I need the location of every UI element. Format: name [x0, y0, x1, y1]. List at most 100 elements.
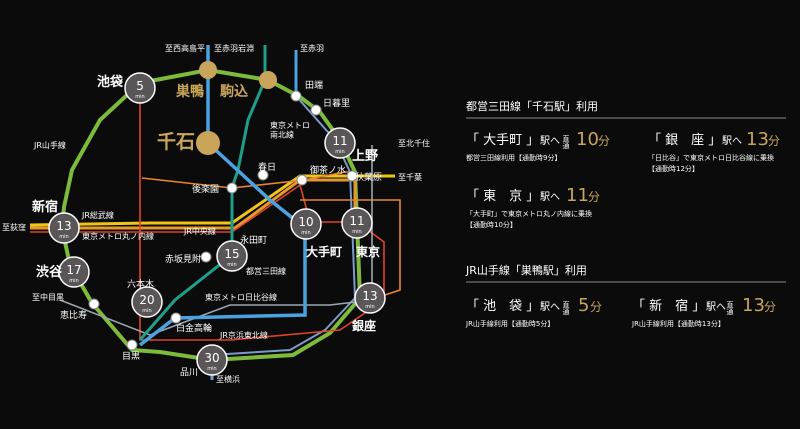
svg-text:「 東 京 」: 「 東 京 」 [466, 188, 539, 204]
station-dot-sugamo [199, 61, 217, 79]
hibiya-line [59, 145, 373, 336]
dir-akabane: 至赤羽 [300, 44, 324, 53]
station-dot-ochanomizu [296, 174, 308, 186]
dir-yokohama: 至横浜 [216, 374, 240, 384]
svg-text:17: 17 [66, 263, 81, 277]
station-dot-tabata [290, 90, 302, 102]
svg-text:11: 11 [349, 214, 364, 228]
dir-nishitakashimadaira: 至西高島平 [165, 43, 205, 53]
badge-ginza: 13 min [354, 282, 386, 314]
svg-text:「大手町」で東京メトロ丸ノ内線に乗換: 「大手町」で東京メトロ丸ノ内線に乗換 [466, 209, 592, 218]
info-section-sugamo: JR山手線「巣鴨駅」利用 「 池 袋 」 駅へ 直通 5 分 JR山手線利用【通… [465, 263, 786, 328]
svg-text:5: 5 [578, 295, 589, 316]
svg-text:分: 分 [768, 134, 780, 148]
label-ebisu: 恵比寿 [60, 309, 87, 321]
line-label-mita: 都営三田線 [246, 266, 286, 276]
label-shirokanetakanawa: 白金高輪 [176, 322, 212, 334]
section2-title: JR山手線「巣鴨駅」利用 [465, 263, 587, 277]
svg-text:13: 13 [742, 295, 765, 316]
svg-text:「 新 宿 」: 「 新 宿 」 [632, 298, 705, 314]
svg-text:駅へ: 駅へ [722, 135, 742, 147]
dir-kitasenju: 至北千住 [398, 138, 430, 148]
svg-text:min: min [352, 229, 361, 235]
label-ueno: 上野 [352, 149, 378, 164]
badge-shinagawa: 30 min [196, 344, 228, 376]
svg-text:分: 分 [764, 300, 776, 314]
station-dot-ebisu [88, 298, 100, 310]
svg-text:10: 10 [298, 215, 313, 229]
svg-text:13: 13 [56, 219, 71, 233]
marunouchi-line [30, 82, 385, 341]
line-label-keihin: JR京浜東北線 [219, 330, 268, 340]
svg-text:13: 13 [362, 289, 377, 303]
svg-text:min: min [301, 230, 310, 236]
label-tabata: 田端 [305, 79, 323, 91]
svg-text:駅へ: 駅へ [706, 301, 726, 313]
svg-text:直通: 直通 [562, 134, 570, 150]
svg-text:min: min [69, 278, 78, 284]
svg-text:min: min [142, 308, 151, 314]
station-dot-nippori [310, 104, 322, 116]
svg-text:10: 10 [576, 129, 599, 150]
svg-text:min: min [227, 262, 236, 268]
badge-ikebukuro: 5 min [124, 72, 156, 104]
line-label-chuo: JR中央線 [183, 226, 216, 236]
station-dot-sengoku [196, 131, 220, 155]
badge-shibuya: 17 min [58, 256, 90, 288]
svg-text:min: min [207, 366, 216, 372]
svg-text:「 大手町 」: 「 大手町 」 [466, 133, 539, 148]
svg-text:分: 分 [590, 300, 602, 314]
station-dot-akasakamitsuke [200, 251, 212, 263]
badge-tokyo: 11 min [341, 207, 373, 239]
badge-roppongi: 20 min [131, 286, 163, 318]
svg-text:30: 30 [204, 351, 219, 365]
route-ikebukuro: 「 池 袋 」 駅へ 直通 5 分 JR山手線利用【通勤時5分】 [465, 295, 602, 328]
dir-chiba: 至千葉 [398, 172, 422, 182]
svg-text:駅へ: 駅へ [540, 191, 560, 203]
label-ochanomizu: 御茶ノ水 [310, 164, 346, 176]
svg-text:min: min [365, 304, 374, 310]
label-ginza: 銀座 [351, 318, 376, 333]
svg-text:min: min [135, 94, 144, 100]
station-dot-meguro [126, 339, 138, 351]
label-komagome: 駒込 [220, 83, 248, 100]
svg-text:【通勤時10分】: 【通勤時10分】 [466, 220, 517, 229]
label-ikebukuro: 池袋 [97, 74, 124, 90]
svg-text:11: 11 [566, 185, 589, 206]
badge-ueno: 11 min [324, 127, 356, 159]
label-sugamo: 巣鴨 [175, 83, 204, 100]
label-shinagawa: 品川 [180, 367, 198, 378]
badge-otemachi: 10 min [290, 208, 322, 240]
line-label-yamanote: JR山手線 [33, 140, 66, 150]
svg-text:min: min [59, 234, 68, 240]
route-ginza: 「 銀 座 」 駅へ 13 分 「日比谷」で東京メトロ日比谷線に乗換 【通勤時1… [648, 129, 780, 173]
line-label-marunouchi: 東京メトロ丸ノ内線 [82, 231, 154, 241]
svg-text:分: 分 [598, 134, 610, 148]
station-dot-korakuen [226, 182, 238, 194]
svg-text:直通: 直通 [562, 300, 570, 316]
station-dot-akihabara [346, 170, 358, 182]
route-shinjuku: 「 新 宿 」 駅へ 直通 13 分 JR山手線利用【通勤時13分】 [631, 295, 776, 328]
svg-text:分: 分 [588, 190, 600, 204]
dir-nakameguro: 至中目黒 [32, 292, 64, 302]
info-section-sengoku: 都営三田線「千石駅」利用 「 大手町 」 駅へ 直通 10 分 都営三田線利用【… [466, 99, 786, 229]
station-dot-shirokanetakanawa [170, 312, 182, 324]
svg-text:都営三田線利用【通勤時9分】: 都営三田線利用【通勤時9分】 [466, 153, 561, 162]
chuo-line [30, 178, 357, 230]
label-nagatacho: 永田町 [240, 234, 267, 246]
svg-text:13: 13 [746, 129, 769, 150]
label-tokyo: 東京 [356, 244, 380, 259]
svg-text:【通勤時12分】: 【通勤時12分】 [648, 164, 699, 173]
route-otemachi: 「 大手町 」 駅へ 直通 10 分 都営三田線利用【通勤時9分】 [466, 129, 610, 162]
label-otemachi: 大手町 [306, 244, 342, 259]
label-korakuen: 後楽園 [192, 183, 219, 195]
label-kasuga: 春日 [258, 161, 276, 173]
label-akasakamitsuke: 赤坂見附 [165, 253, 201, 265]
svg-text:JR山手線利用【通勤時5分】: JR山手線利用【通勤時5分】 [465, 319, 554, 328]
label-sengoku: 千石 [157, 131, 195, 153]
label-shinjuku: 新宿 [32, 199, 58, 215]
label-roppongi: 六本木 [127, 278, 154, 290]
svg-text:「日比谷」で東京メトロ日比谷線に乗換: 「日比谷」で東京メトロ日比谷線に乗換 [648, 153, 774, 162]
